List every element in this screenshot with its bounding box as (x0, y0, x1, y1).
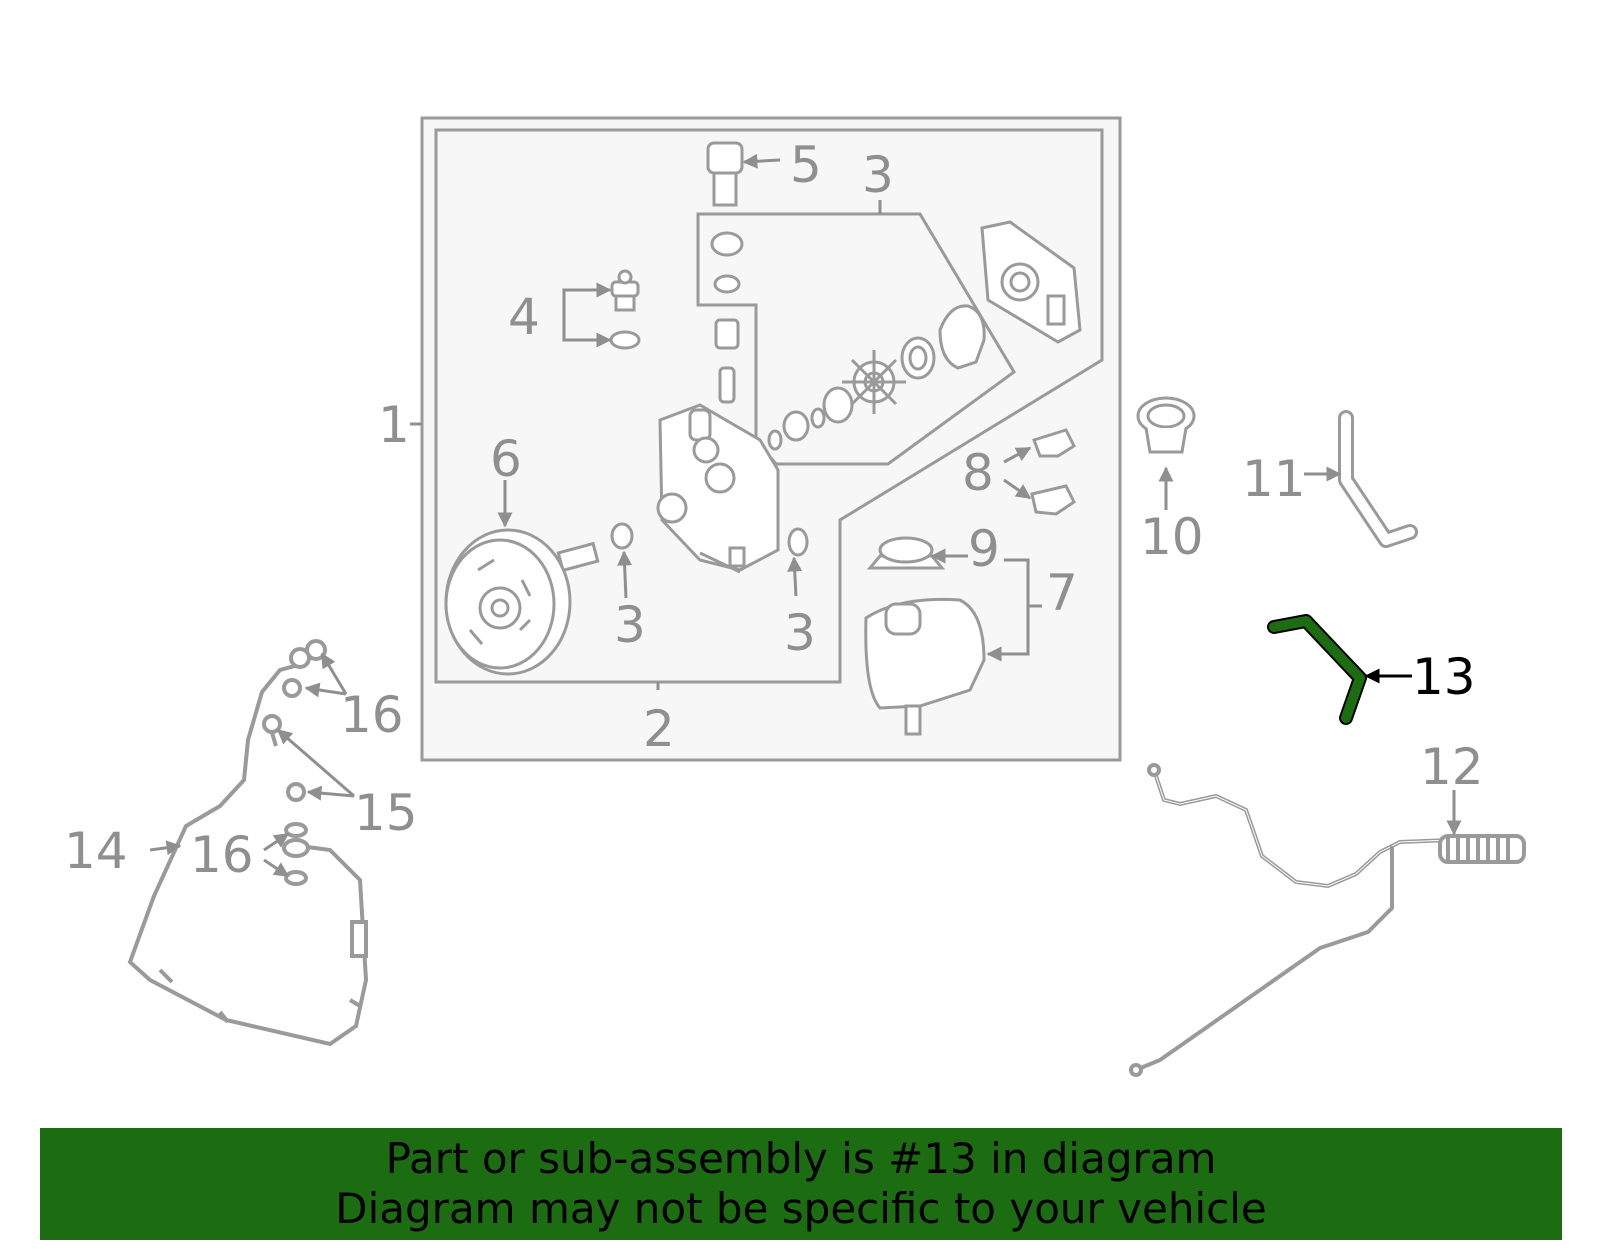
callout-15: 15 (354, 784, 418, 842)
callout-5: 5 (790, 136, 822, 194)
callout-13[interactable]: 13 (1412, 648, 1476, 706)
reservoir-7 (864, 536, 986, 736)
clips-8 (1030, 428, 1076, 516)
cover-plate (980, 220, 1082, 344)
pump-body (656, 403, 780, 574)
callout-12: 12 (1420, 738, 1484, 796)
callout-11: 11 (1242, 450, 1306, 508)
seals-outer (610, 522, 809, 557)
callout-7: 7 (1046, 564, 1078, 622)
filter-10 (1136, 396, 1196, 454)
callout-4: 4 (508, 288, 540, 346)
callout-3: 3 (784, 604, 816, 662)
line-12 (1129, 763, 1526, 1077)
callout-9: 9 (968, 520, 1000, 578)
callout-3: 3 (614, 596, 646, 654)
callout-6: 6 (490, 430, 522, 488)
banner-line-disclaimer: Diagram may not be specific to your vehi… (335, 1184, 1267, 1233)
callout-14: 14 (64, 822, 128, 880)
callout-labels: 1 2 3 3 3 4 5 6 7 8 9 10 11 12 13 14 15 … (64, 136, 1484, 884)
line-14 (127, 639, 369, 1047)
pulley (444, 528, 600, 676)
info-banner: Part or sub-assembly is #13 in diagram D… (40, 1128, 1562, 1240)
callout-8: 8 (962, 444, 994, 502)
fitting-5 (706, 141, 744, 207)
callout-16: 16 (190, 826, 254, 884)
callout-16: 16 (340, 686, 404, 744)
valve-4 (609, 269, 641, 350)
callout-2: 2 (643, 700, 675, 758)
banner-line-part-number: Part or sub-assembly is #13 in diagram (385, 1134, 1217, 1183)
seals-group (710, 231, 986, 451)
leader-lines (149, 153, 1462, 878)
callout-1: 1 (378, 396, 410, 454)
callout-3: 3 (862, 146, 894, 204)
callout-10: 10 (1140, 508, 1204, 566)
